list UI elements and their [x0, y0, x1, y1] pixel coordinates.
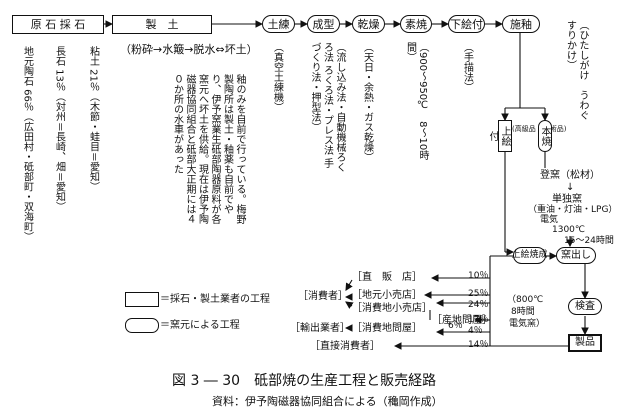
pct-consumer-wholesale: 4％	[468, 326, 483, 336]
pct-direct-consumer: 14％	[468, 340, 489, 350]
raw-note-clay: 粘土 21％（木節・蛙目＝愛知）	[87, 46, 99, 192]
clay-node: 土練	[262, 15, 295, 33]
drying-methods: （天日・余熱・ガス乾燥）	[361, 42, 373, 162]
refine-note: 釉のみを自前で行っている。梅野製陶所は製土・釉薬も自前でやり、伊予窯業生砥部陶器…	[171, 74, 246, 224]
overglaze-firing-kiln: 電気窯）	[509, 319, 546, 329]
legend-pill-label: ＝窯元による工程	[160, 320, 240, 331]
main-firing-single-kiln: 単独窯	[552, 194, 582, 205]
overglaze-firing-node: 上絵焼成	[512, 247, 548, 264]
pct-local-wholesale: 17％	[468, 315, 489, 325]
channel-local-retail: ［地元小売店］	[352, 290, 422, 301]
figure-title: 図 3 ― 30 砥部焼の生産工程と販売経路	[172, 373, 437, 389]
pct-direct: 10％	[468, 271, 489, 281]
inspection-node: 検査	[568, 298, 602, 315]
glaze-node: 施釉	[502, 15, 540, 33]
pct-export: 6％	[448, 321, 463, 331]
refine-box: 製 土	[112, 15, 212, 34]
main-firing-vertical-box: 本焼	[538, 120, 552, 152]
overglaze-vertical-box: 上絵付	[487, 120, 512, 152]
bisque-node: 素焼	[400, 15, 432, 33]
main-firing-electric: 電気	[540, 215, 559, 225]
drying-node: 乾燥	[352, 15, 385, 33]
legend-square-swatch	[125, 292, 159, 307]
underglaze-node: 下絵付	[448, 15, 485, 33]
main-firing-time: 15〜24時間	[564, 236, 614, 246]
raw-note-feldspar: 長石 13％（対州＝長崎、畑＝愛知）	[53, 46, 65, 212]
channel-local-wholesale: ［産地問屋］	[432, 315, 492, 326]
figure-source: 資料：伊予陶磁器協同組合による（穐岡作成）	[212, 395, 443, 408]
channel-direct-consumer: ［直接消費者］	[310, 341, 380, 352]
forming-methods: （流し込み法・自動機械ろくろ法 ろくろ法・プレス法 手づくり法・押型法）	[309, 42, 345, 172]
clay-method: （真空土練機）	[271, 42, 283, 112]
channel-consumer-retail: ［消費地小売店］	[352, 303, 432, 314]
overglaze-firing-time: 8時間	[511, 307, 535, 317]
glaze-methods: （ひたしがけ うわぐすりかけ）	[564, 20, 589, 120]
channel-export: ［輸出業者］	[290, 323, 350, 334]
main-firing-arrow: ↓	[566, 182, 575, 193]
main-firing-fuels: （重油・灯油・LPG）	[528, 205, 618, 215]
channel-consumer: ［消費者］	[298, 291, 348, 302]
raw-note-pottery-stone: 地元陶石 66％（広田村・砥部町・双海町）	[21, 46, 33, 242]
pct-local-retail: 25％	[468, 289, 489, 299]
channel-direct-sales: ［直 販 店］	[352, 272, 422, 283]
kiln-out-node: 窯出し	[556, 247, 596, 264]
main-firing-kiln: 登窯（松材）	[540, 170, 600, 181]
raw-material-box: 原 石 採 石	[12, 15, 104, 34]
product-node: 製品	[568, 334, 602, 352]
main-firing-temp: 1300℃	[552, 225, 586, 235]
overglaze-firing-temp: （800℃	[507, 295, 544, 305]
underglaze-method: （手描法）	[461, 42, 473, 92]
channel-consumer-wholesale: ［消費地問屋］	[352, 323, 422, 334]
pct-consumer-retail: 24％	[468, 300, 489, 310]
forming-node: 成型	[307, 15, 340, 33]
legend-pill-swatch	[125, 318, 159, 333]
refine-process: （粉砕→水簸→脱水⇔坏土）	[120, 43, 258, 56]
legend-square-label: ＝採石・製土業者の工程	[160, 294, 270, 305]
bisque-temp: （900〜950℃ 8〜10時間）	[404, 42, 429, 161]
